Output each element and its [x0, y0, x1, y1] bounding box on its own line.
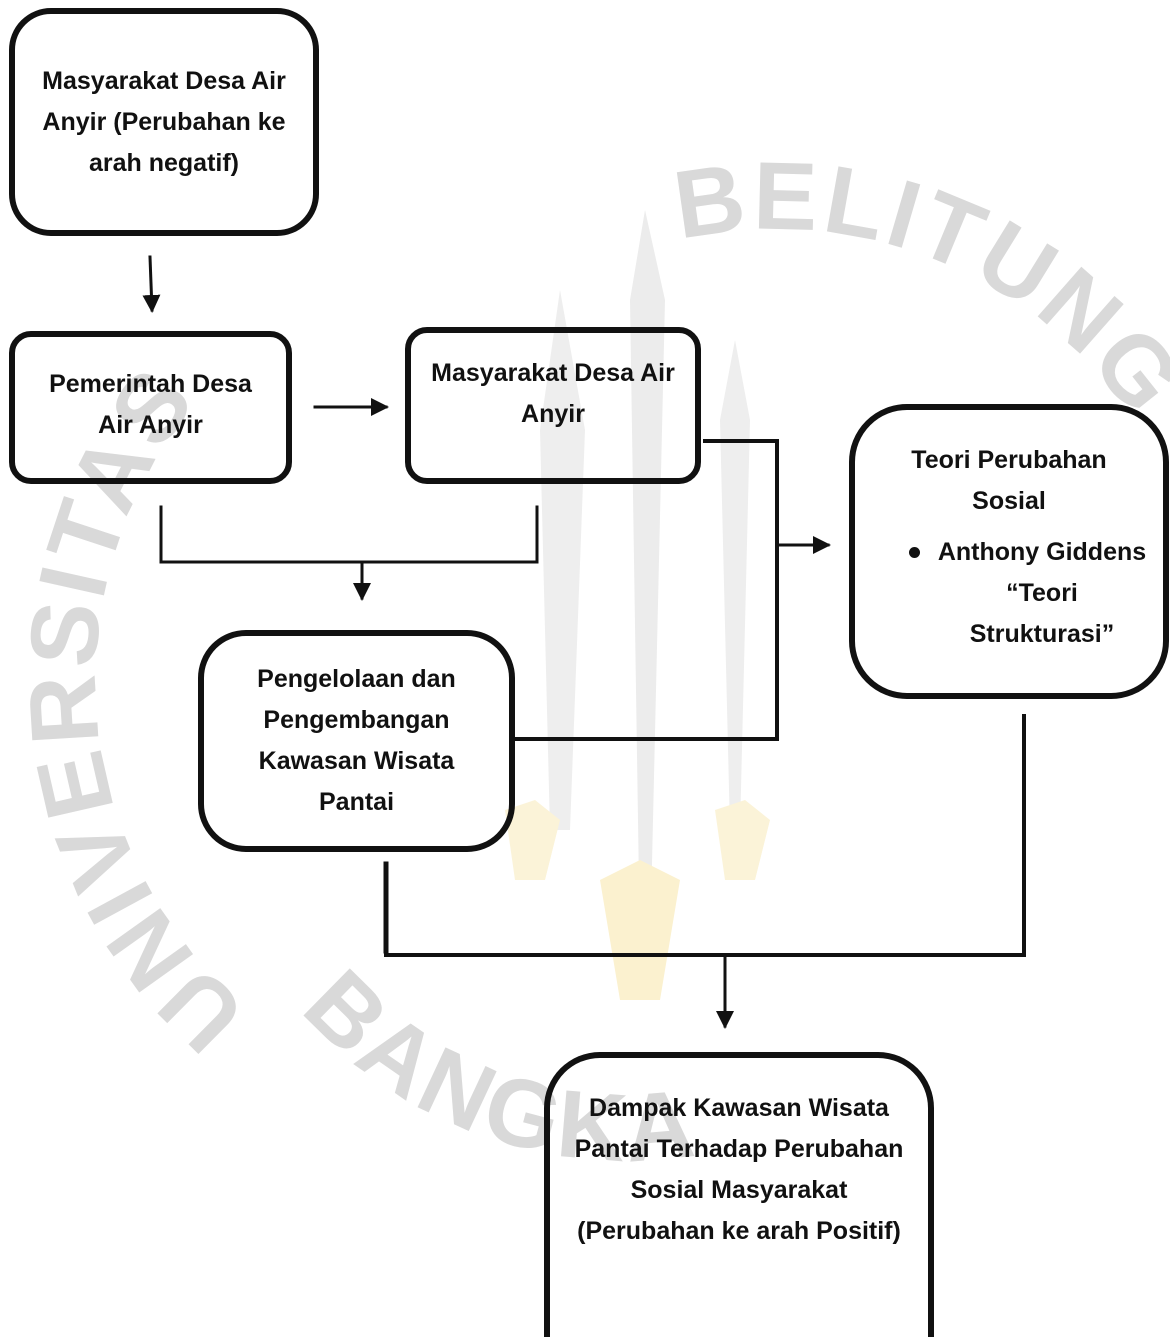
- node-teori-perubahan-sosial: Teori Perubahan Sosial Anthony Giddens “…: [849, 404, 1169, 699]
- node-text-line: Kawasan Wisata: [258, 747, 455, 775]
- node-text-line: Pengelolaan dan: [257, 665, 456, 693]
- connector-teori-down: [384, 714, 1026, 957]
- node-text-line: Air Anyir: [98, 410, 203, 439]
- arrow-top-to-pemerintah: [142, 255, 161, 313]
- node-title-line: Sosial: [972, 487, 1046, 515]
- bullet-icon: [909, 547, 920, 558]
- node-dampak-kawasan-wisata: Dampak Kawasan Wisata Pantai Terhadap Pe…: [544, 1052, 934, 1337]
- bullet-list-item: Anthony Giddens “Teori Strukturasi”: [855, 532, 1163, 655]
- node-masyarakat-desa: Masyarakat Desa Air Anyir: [405, 327, 701, 484]
- node-text-line: Anyir: [521, 400, 585, 428]
- node-text-line: Pantai: [318, 788, 395, 816]
- node-text-line: Masyarakat Desa Air: [431, 359, 675, 387]
- bullet-text-line: “Teori: [1006, 579, 1078, 607]
- node-text-line: Anyir (Perubahan ke: [42, 107, 286, 136]
- connector-masyarakat-to-bus: [515, 439, 779, 741]
- node-text-line: (Perubahan ke arah Positif): [577, 1217, 901, 1245]
- node-text-line: Pantai Terhadap Perubahan: [574, 1135, 904, 1163]
- bullet-text: Anthony Giddens “Teori Strukturasi”: [927, 532, 1157, 655]
- bullet-text-line: Strukturasi”: [969, 620, 1115, 648]
- connector-merge-to-pengelolaan: [159, 505, 539, 564]
- bullet-text-line: Anthony Giddens: [937, 538, 1147, 566]
- node-text-line: Pengembangan: [263, 706, 450, 734]
- node-text-line: Masyarakat Desa Air: [42, 66, 286, 95]
- node-text-line: Dampak Kawasan Wisata: [589, 1094, 889, 1122]
- node-text-line: arah negatif): [88, 148, 240, 177]
- node-pengelolaan-wisata: Pengelolaan dan Pengembangan Kawasan Wis…: [198, 630, 515, 852]
- node-text-line: Sosial Masyarakat: [630, 1176, 848, 1204]
- node-title-line: Teori Perubahan: [911, 446, 1107, 474]
- node-pemerintah-desa: Pemerintah Desa Air Anyir: [9, 331, 292, 484]
- node-text-line: Pemerintah Desa: [49, 369, 252, 398]
- node-masyarakat-negatif: Masyarakat Desa Air Anyir (Perubahan ke …: [9, 8, 319, 236]
